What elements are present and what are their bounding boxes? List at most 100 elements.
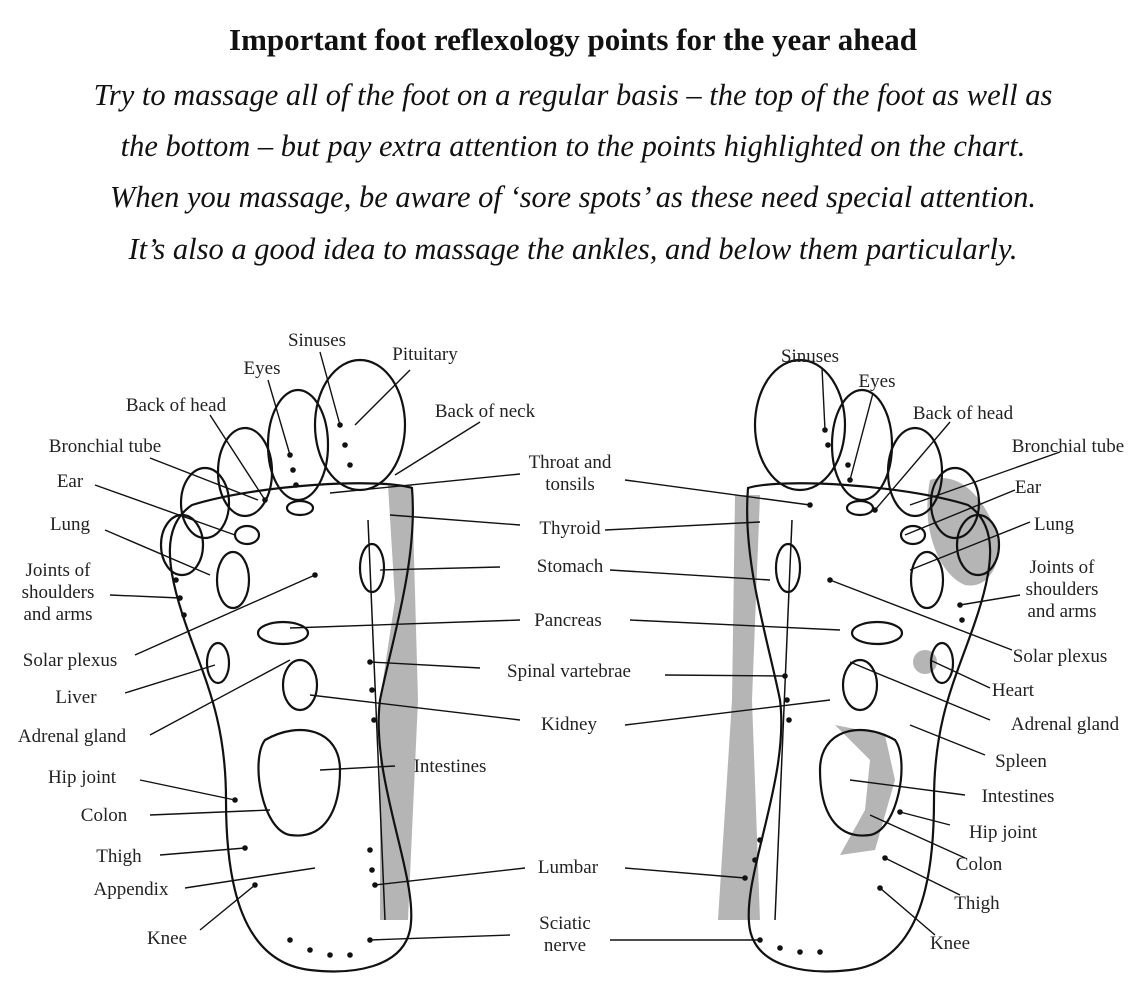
leader-line — [884, 857, 961, 896]
leader-line — [94, 484, 236, 536]
leader-line — [369, 661, 481, 669]
leader-line — [134, 574, 316, 656]
intestine-highlight-right — [835, 725, 895, 855]
reflex-point — [177, 595, 183, 601]
label-left-joints-3: and arms — [23, 604, 92, 625]
leader-line — [909, 724, 986, 756]
reflex-point — [742, 875, 748, 881]
leader-line — [849, 661, 991, 721]
label-right-spleen: Spleen — [995, 751, 1047, 772]
leader-line — [319, 351, 341, 426]
leader-lines — [94, 351, 1061, 941]
label-left-joints-1: Joints of — [26, 560, 92, 581]
label-left-knee: Knee — [147, 928, 187, 949]
label-lumbar: Lumbar — [538, 857, 599, 878]
leader-line — [354, 369, 411, 426]
label-left-thigh: Thigh — [96, 846, 142, 867]
reflex-point — [957, 602, 963, 608]
reflex-point — [369, 687, 375, 693]
leader-line — [849, 779, 966, 796]
intro-line-2: the bottom – but pay extra attention to … — [120, 129, 1026, 163]
label-right-joints-3: and arms — [1027, 601, 1096, 622]
leader-line — [149, 809, 271, 816]
reflex-point — [242, 845, 248, 851]
label-intestines-left: Intestines — [414, 756, 487, 777]
label-right-knee: Knee — [930, 933, 970, 954]
left-foot-outline — [159, 358, 414, 973]
reflex-point — [262, 497, 268, 503]
reflex-point — [757, 837, 763, 843]
label-right-ear: Ear — [1015, 477, 1042, 498]
leader-line — [604, 521, 761, 531]
leader-line — [829, 579, 1013, 651]
label-left-appendix: Appendix — [94, 879, 169, 900]
leader-line — [929, 659, 991, 689]
leader-line — [209, 414, 266, 501]
label-right-bronchial-tube: Bronchial tube — [1012, 436, 1124, 457]
label-right-colon: Colon — [956, 854, 1003, 875]
spine-highlight-right — [718, 495, 760, 920]
reflex-point — [959, 617, 965, 623]
label-left-bronchial-tube: Bronchial tube — [49, 436, 161, 457]
label-right-solar-plexus: Solar plexus — [1013, 646, 1107, 667]
reflex-point — [777, 945, 783, 951]
reflex-point — [847, 477, 853, 483]
label-left-pituitary: Pituitary — [392, 344, 458, 365]
label-right-sinuses: Sinuses — [781, 346, 839, 367]
label-right-thigh: Thigh — [954, 893, 1000, 914]
reflex-point — [287, 452, 293, 458]
reflex-point — [782, 673, 788, 679]
label-left-solar-plexus: Solar plexus — [23, 650, 117, 671]
reflex-point — [825, 442, 831, 448]
label-spinal-vartebrae: Spinal vartebrae — [507, 661, 631, 682]
leader-line — [149, 457, 259, 501]
reflex-point — [757, 937, 763, 943]
toe-highlight-right — [927, 478, 999, 586]
reflex-point — [372, 882, 378, 888]
reflex-point — [347, 952, 353, 958]
leader-line — [869, 814, 966, 859]
reflex-point — [786, 717, 792, 723]
spine-highlight-left — [380, 485, 418, 920]
leader-line — [184, 867, 316, 889]
leader-line — [624, 867, 746, 879]
reflex-point — [752, 857, 758, 863]
reflex-point — [371, 717, 377, 723]
intro-line-1: Try to massage all of the foot on a regu… — [93, 78, 1053, 112]
leader-line — [899, 811, 951, 826]
reflex-point — [882, 855, 888, 861]
reflex-point — [807, 502, 813, 508]
label-right-joints-1: Joints of — [1030, 557, 1096, 578]
leader-line — [267, 379, 291, 456]
label-right-joints-2: shoulders — [1026, 579, 1099, 600]
leader-line — [849, 392, 874, 481]
label-left-lung: Lung — [50, 514, 91, 535]
leader-line — [374, 867, 526, 886]
leader-line — [389, 514, 521, 526]
leader-line — [289, 619, 521, 629]
leader-line — [124, 664, 216, 694]
leader-line — [624, 479, 811, 506]
label-left-sinuses: Sinuses — [288, 330, 346, 351]
reflex-point — [827, 577, 833, 583]
reflex-point — [293, 482, 299, 488]
reflex-point — [290, 467, 296, 473]
reflex-point — [181, 612, 187, 618]
leader-line — [139, 779, 236, 801]
intro-line-3: When you massage, be aware of ‘sore spot… — [109, 180, 1037, 214]
label-throat-2: tonsils — [545, 474, 595, 495]
label-left-back-of-neck: Back of neck — [435, 401, 536, 422]
reflex-points — [173, 422, 965, 958]
leader-line — [664, 674, 786, 677]
leader-line — [909, 521, 1031, 571]
leader-line — [369, 934, 511, 941]
reflex-point — [369, 867, 375, 873]
leader-line — [609, 569, 771, 581]
leader-line — [319, 765, 396, 771]
reflex-point — [822, 427, 828, 433]
reflex-point — [312, 572, 318, 578]
leader-line — [309, 694, 521, 721]
reflex-point — [337, 422, 343, 428]
label-left-adrenal-gland: Adrenal gland — [18, 726, 127, 747]
